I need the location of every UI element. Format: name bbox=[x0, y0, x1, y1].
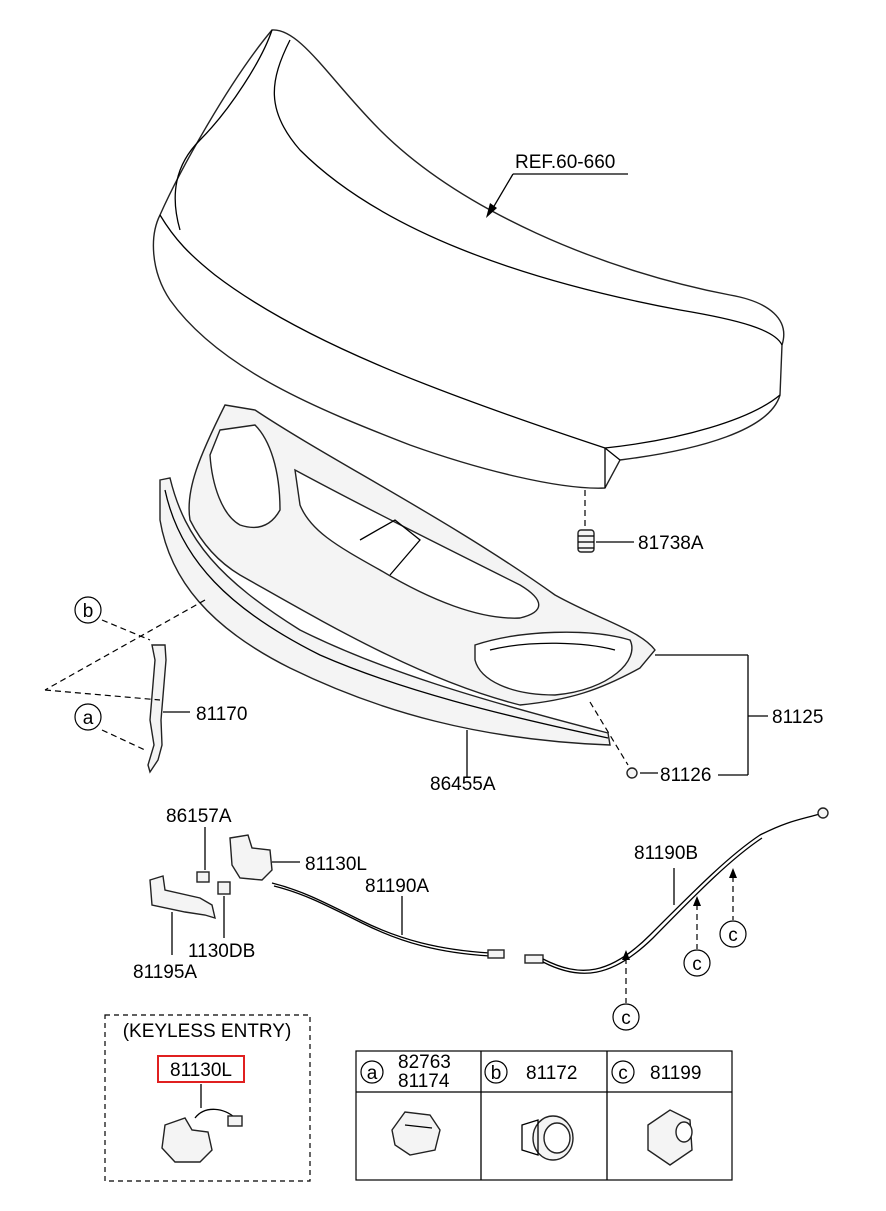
ref-label: REF.60-660 bbox=[515, 152, 615, 173]
legend-a-part-1: 82763 bbox=[398, 1052, 451, 1073]
svg-text:a: a bbox=[83, 708, 94, 729]
hood-bumper: 81738A bbox=[577, 490, 704, 554]
legend-a-part-2: 81174 bbox=[398, 1071, 450, 1092]
callout-c-1: c bbox=[612, 1003, 640, 1031]
svg-text:b: b bbox=[83, 601, 94, 622]
label-1130DB: 1130DB bbox=[188, 941, 255, 962]
label-81195A: 81195A bbox=[133, 962, 197, 983]
label-81126: 81126 bbox=[660, 765, 711, 786]
callout-a-rod: a bbox=[74, 703, 102, 731]
svg-text:c: c bbox=[621, 1008, 631, 1029]
release-cable-front: 81190A bbox=[271, 876, 505, 959]
keyless-part-label[interactable]: 81130L bbox=[170, 1060, 232, 1081]
weatherstrip: 86455A bbox=[159, 477, 611, 795]
svg-text:c: c bbox=[692, 954, 702, 975]
label-81190B: 81190B bbox=[634, 843, 698, 864]
hood-panel bbox=[152, 29, 785, 489]
svg-text:c: c bbox=[728, 925, 738, 946]
hood-latch: 81130L bbox=[229, 834, 367, 881]
keyless-title: (KEYLESS ENTRY) bbox=[123, 1021, 292, 1042]
insulator-clip: 81126 bbox=[589, 701, 748, 786]
svg-text:c: c bbox=[618, 1063, 628, 1084]
striker-bolt: 1130DB bbox=[188, 881, 255, 962]
legend-c-part: 81199 bbox=[650, 1063, 701, 1084]
label-81190A: 81190A bbox=[365, 876, 429, 897]
latch-bolt: 86157A bbox=[166, 806, 232, 883]
hood-stay-rod: 81170 bbox=[44, 599, 247, 774]
callout-b-rod: b bbox=[74, 596, 102, 624]
label-86157A: 86157A bbox=[166, 806, 232, 827]
label-81738A: 81738A bbox=[638, 533, 704, 554]
svg-text:a: a bbox=[367, 1063, 378, 1084]
ref-callout: REF.60-660 bbox=[486, 152, 628, 218]
cable-clip-arrows bbox=[622, 868, 737, 1003]
legend-a: a 82763 81174 bbox=[360, 1052, 451, 1156]
latch-bracket: 81195A bbox=[133, 875, 216, 983]
hood-insulator: 81125 bbox=[188, 404, 823, 775]
parts-legend-table: a 82763 81174 b 81172 c 81199 bbox=[355, 1050, 733, 1181]
label-81170: 81170 bbox=[196, 704, 247, 725]
callout-c-2: c bbox=[683, 949, 711, 977]
legend-b-part: 81172 bbox=[526, 1063, 577, 1084]
label-81130L: 81130L bbox=[305, 854, 367, 875]
legend-b: b 81172 bbox=[484, 1060, 577, 1161]
highlight-box bbox=[157, 1055, 245, 1083]
callout-c-3: c bbox=[719, 920, 747, 948]
release-cable-rear: 81190B bbox=[524, 807, 829, 974]
legend-c: c 81199 bbox=[611, 1060, 701, 1166]
label-86455A: 86455A bbox=[430, 774, 496, 795]
svg-text:b: b bbox=[491, 1063, 502, 1084]
label-81125: 81125 bbox=[772, 707, 823, 728]
keyless-entry-box: (KEYLESS ENTRY) 81130L bbox=[104, 1014, 311, 1182]
